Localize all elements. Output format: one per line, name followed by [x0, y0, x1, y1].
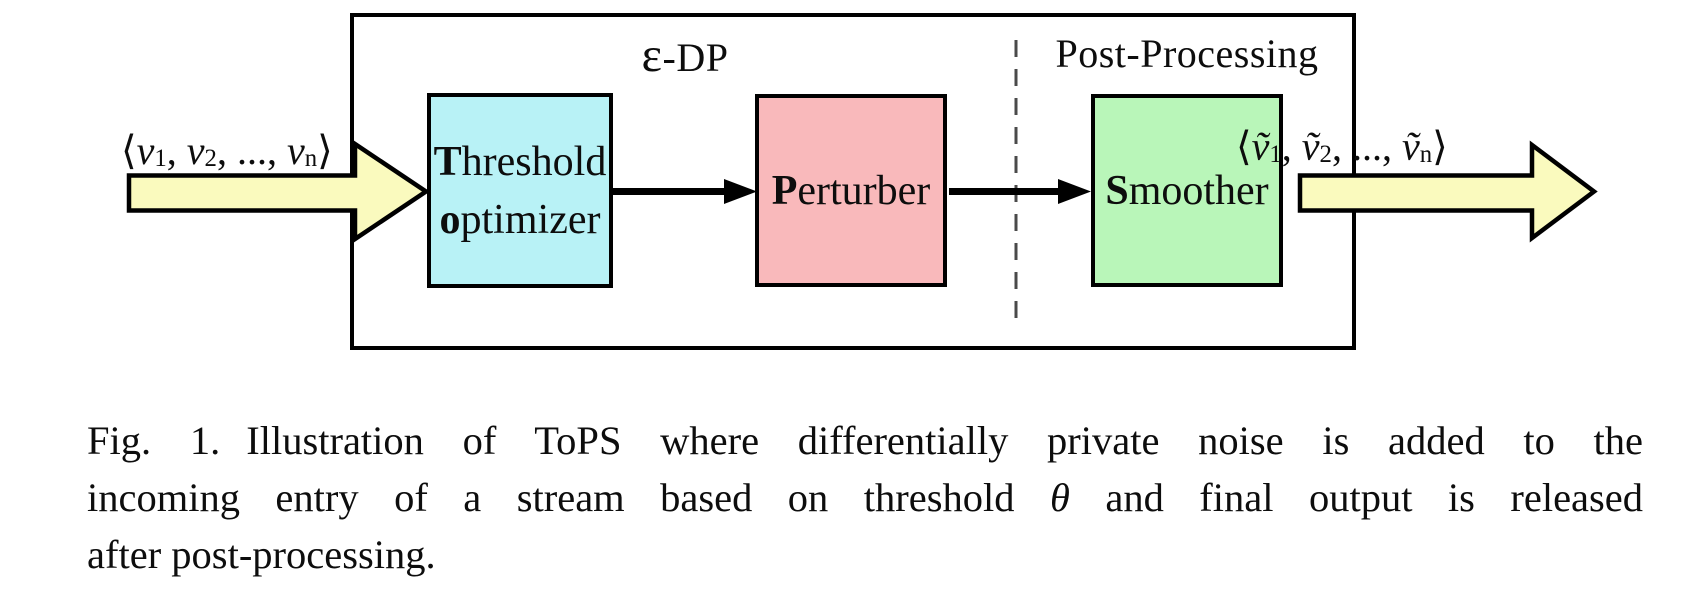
- arrow-perturber-to-smoother: [949, 179, 1091, 204]
- perturber-label: Perturber: [771, 167, 931, 214]
- arrow-threshold-to-perturber: [613, 179, 757, 204]
- output-stream-arrow: [1297, 140, 1598, 243]
- caption-fig-number: Fig. 1.: [87, 418, 221, 463]
- perturber-box: Perturber: [755, 94, 947, 287]
- epsilon-dp-section-label: ε-DP: [642, 31, 729, 81]
- input-stream-label: ⟨v1, v2, ..., vn⟩: [121, 128, 333, 173]
- threshold-optimizer-line2: optimizer: [439, 196, 601, 243]
- post-processing-section-label: Post-Processing: [1055, 31, 1319, 76]
- input-stream-arrow: [126, 139, 431, 244]
- caption-line-1: Fig. 1.Illustration of ToPS where differ…: [87, 418, 1644, 463]
- output-stream-label: ⟨ṽ1, ṽ2, ..., ṽn⟩: [1236, 124, 1448, 169]
- epsilon-symbol: ε: [641, 28, 663, 82]
- dp-suffix: -DP: [662, 35, 729, 80]
- caption-line-3: after post-processing.: [87, 532, 436, 577]
- theta-symbol: θ: [1049, 475, 1070, 520]
- smoother-box: Smoother: [1091, 94, 1283, 287]
- figure-caption: Fig. 1.Illustration of ToPS where differ…: [87, 412, 1643, 583]
- smoother-label: Smoother: [1105, 167, 1269, 214]
- threshold-optimizer-line1: Threshold: [433, 138, 607, 185]
- caption-line-2: incoming entry of a stream based on thre…: [87, 475, 1644, 520]
- threshold-optimizer-box: Threshold optimizer: [427, 93, 613, 288]
